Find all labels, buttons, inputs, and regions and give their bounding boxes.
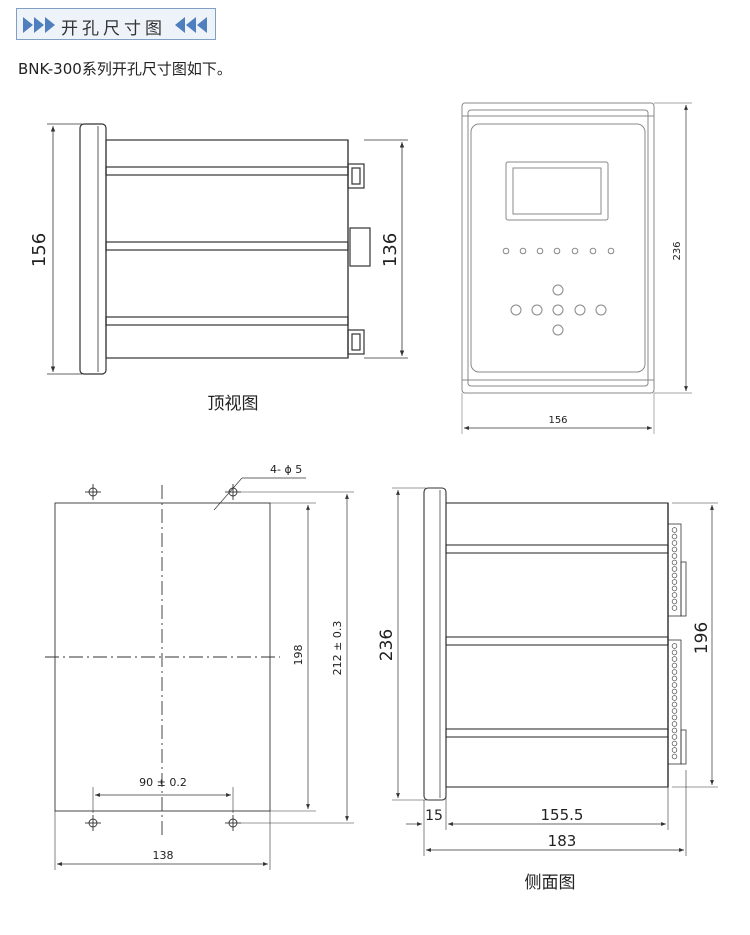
terminal-screw-icon	[671, 649, 678, 656]
terminal-screw-icon	[671, 579, 678, 585]
front-view-dim-width: 156	[548, 415, 567, 426]
section-header: 开孔尺寸图	[16, 8, 216, 40]
side-view-dim-flange: 15	[425, 808, 443, 824]
terminal-screw-icon	[671, 592, 678, 598]
triple-arrow-left-icon	[175, 17, 207, 33]
mounting-holes	[85, 484, 241, 831]
top-view-caption: 顶视图	[208, 394, 259, 414]
terminal-screw-icon	[671, 734, 678, 740]
terminal-screw-icon	[671, 605, 678, 611]
cutout-dim-hole-spacing: 90 ± 0.2	[139, 776, 187, 789]
cutout-dim-width: 138	[153, 849, 174, 862]
terminal-blocks	[667, 523, 687, 765]
side-view-caption: 侧面图	[525, 873, 576, 893]
terminal-screw-icon	[671, 546, 678, 553]
side-view-dim-total: 183	[548, 832, 577, 850]
top-view-dim-height: 156	[29, 233, 50, 267]
cutout-dim-outer: 212 ± 0.3	[331, 621, 344, 676]
top-view	[47, 123, 408, 375]
terminal-screw-icon	[671, 708, 678, 714]
side-view-dim-depth: 155.5	[541, 806, 584, 824]
terminal-screw-icon	[671, 566, 678, 572]
terminal-screw-icon	[671, 572, 678, 579]
cutout-view	[45, 477, 354, 870]
terminal-screw-icon	[671, 701, 678, 708]
side-view	[392, 487, 718, 856]
terminal-screw-icon	[671, 669, 678, 675]
terminal-screw-icon	[671, 721, 678, 727]
terminal-screw-icon	[671, 682, 678, 688]
terminal-screw-icon	[671, 559, 678, 566]
terminal-screw-icon	[671, 643, 678, 649]
side-view-dim-height: 236	[377, 629, 397, 661]
section-title: 开孔尺寸图	[61, 19, 166, 39]
terminal-screw-icon	[671, 540, 678, 546]
intro-text: BNK-300系列开孔尺寸图如下。	[18, 60, 232, 78]
front-view	[461, 102, 692, 434]
terminal-screw-icon	[671, 585, 678, 592]
terminal-screw-icon	[671, 675, 678, 682]
cutout-dim-inner: 198	[292, 645, 305, 666]
side-view-dim-body: 196	[692, 622, 712, 654]
terminal-screw-icon	[671, 714, 678, 721]
terminal-screw-icon	[671, 727, 678, 734]
terminal-screw-icon	[671, 747, 678, 753]
terminal-screw-icon	[671, 553, 678, 559]
terminal-screw-icon	[671, 533, 678, 540]
terminal-screw-icon	[671, 527, 678, 533]
top-view-dim-body: 136	[380, 233, 401, 267]
cutout-hole-callout: 4- ϕ 5	[270, 463, 302, 476]
terminal-screw-icon	[671, 688, 678, 695]
terminal-screw-icon	[671, 740, 678, 747]
terminal-screw-icon	[671, 656, 678, 662]
terminal-screw-icon	[671, 695, 678, 701]
triple-arrow-right-icon	[23, 17, 55, 33]
terminal-screw-icon	[671, 662, 678, 669]
terminal-screw-icon	[671, 598, 678, 605]
front-view-dim-height: 236	[672, 241, 683, 260]
terminal-screw-icon	[671, 753, 678, 760]
